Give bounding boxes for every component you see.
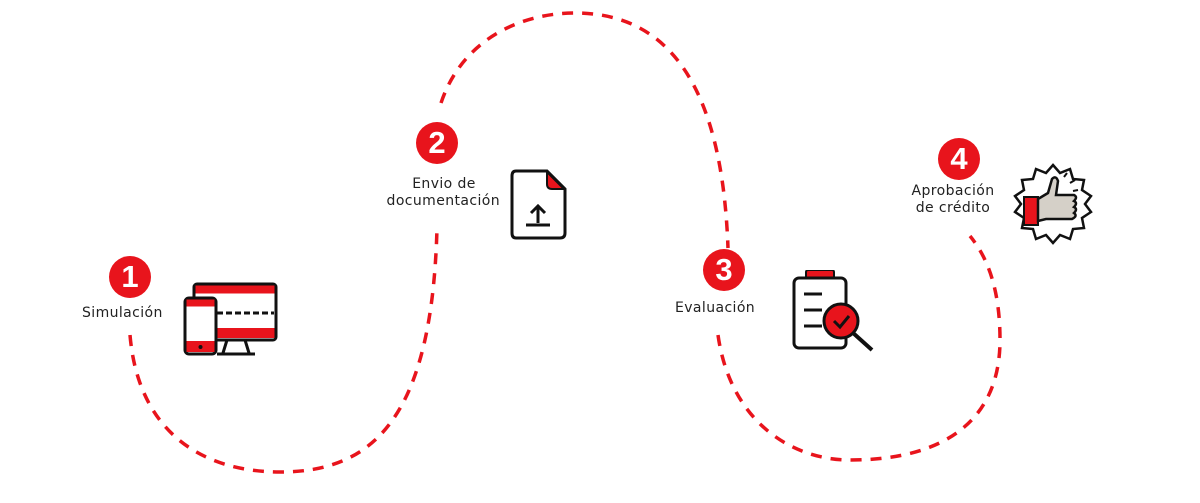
- route-segment-3-4: [716, 234, 1002, 462]
- step-1-badge: 1: [109, 256, 151, 298]
- step-4-badge: 4: [938, 138, 980, 180]
- devices-icon: [183, 282, 278, 356]
- step-3-label: Evaluación: [675, 300, 756, 316]
- document-upload-icon: [510, 169, 567, 240]
- clipboard-check-icon: [792, 270, 874, 352]
- step-2-label-line-1: Envio de: [412, 176, 476, 192]
- step-1-label: Simulación: [82, 305, 163, 321]
- step-4-label: Aprobación de crédito: [895, 183, 1011, 217]
- step-2-label: Envio de documentación: [360, 176, 500, 210]
- step-3-badge: 3: [703, 249, 745, 291]
- route-segment-1-2: [128, 227, 439, 474]
- step-2-label-line-2: documentación: [386, 193, 500, 209]
- route-segment-2-3: [439, 11, 730, 249]
- step-4-label-line-1: Aprobación: [911, 183, 995, 199]
- step-2-badge: 2: [416, 122, 458, 164]
- step-4-label-line-2: de crédito: [915, 200, 991, 216]
- thumbs-up-icon: [1013, 163, 1093, 245]
